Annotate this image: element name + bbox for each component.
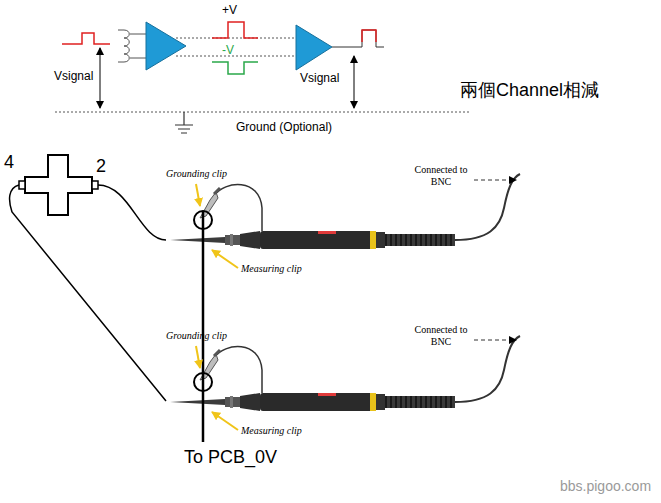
- connector-note: Connected to BNC: [410, 164, 472, 187]
- note: 兩個Channel相減: [460, 80, 599, 101]
- signal-name: Vsignal: [300, 72, 339, 86]
- signal-name: -V: [222, 44, 234, 58]
- connector-note: Connected to BNC: [410, 324, 472, 347]
- ground-label: Ground (Optional): [236, 121, 332, 135]
- pin-number: 2: [96, 156, 106, 177]
- watermark: bbs.pigoo.com: [560, 478, 651, 494]
- net-label: To PCB_0V: [184, 447, 277, 468]
- part-label: Measuring clip: [241, 425, 302, 437]
- signal-name: +V: [222, 4, 237, 18]
- signal-name: Vsignal: [54, 70, 93, 84]
- part-label: Measuring clip: [241, 263, 302, 275]
- pin-number: 4: [4, 152, 14, 173]
- part-label: Grounding clip: [166, 168, 227, 180]
- part-label: Grounding clip: [166, 330, 227, 342]
